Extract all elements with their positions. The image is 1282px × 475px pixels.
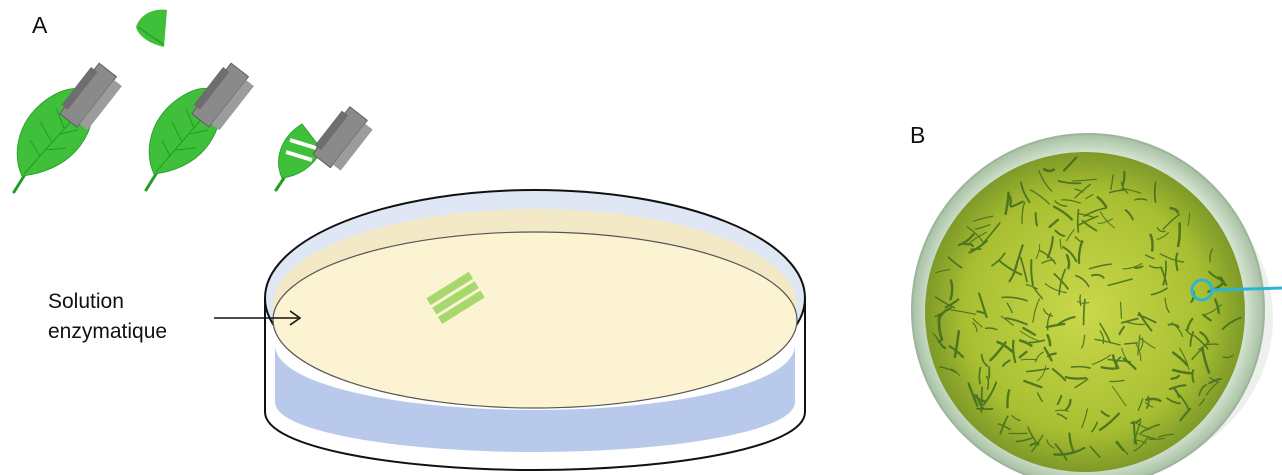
leaf-fiber bbox=[1155, 182, 1156, 202]
leaf-fragment-icon bbox=[136, 10, 167, 47]
leaf-fiber bbox=[1102, 367, 1117, 368]
leaf-with-blade-icon-1 bbox=[14, 61, 124, 192]
leaf-fiber bbox=[977, 409, 993, 410]
leaf-fiber bbox=[1080, 295, 1081, 305]
leaf-fiber bbox=[1021, 359, 1037, 360]
leaf-with-blade-icon-2 bbox=[146, 61, 256, 190]
petri-dish bbox=[265, 190, 805, 470]
cut-leaf-with-blade-icon bbox=[276, 104, 375, 190]
culture-dish-photo bbox=[912, 134, 1282, 475]
